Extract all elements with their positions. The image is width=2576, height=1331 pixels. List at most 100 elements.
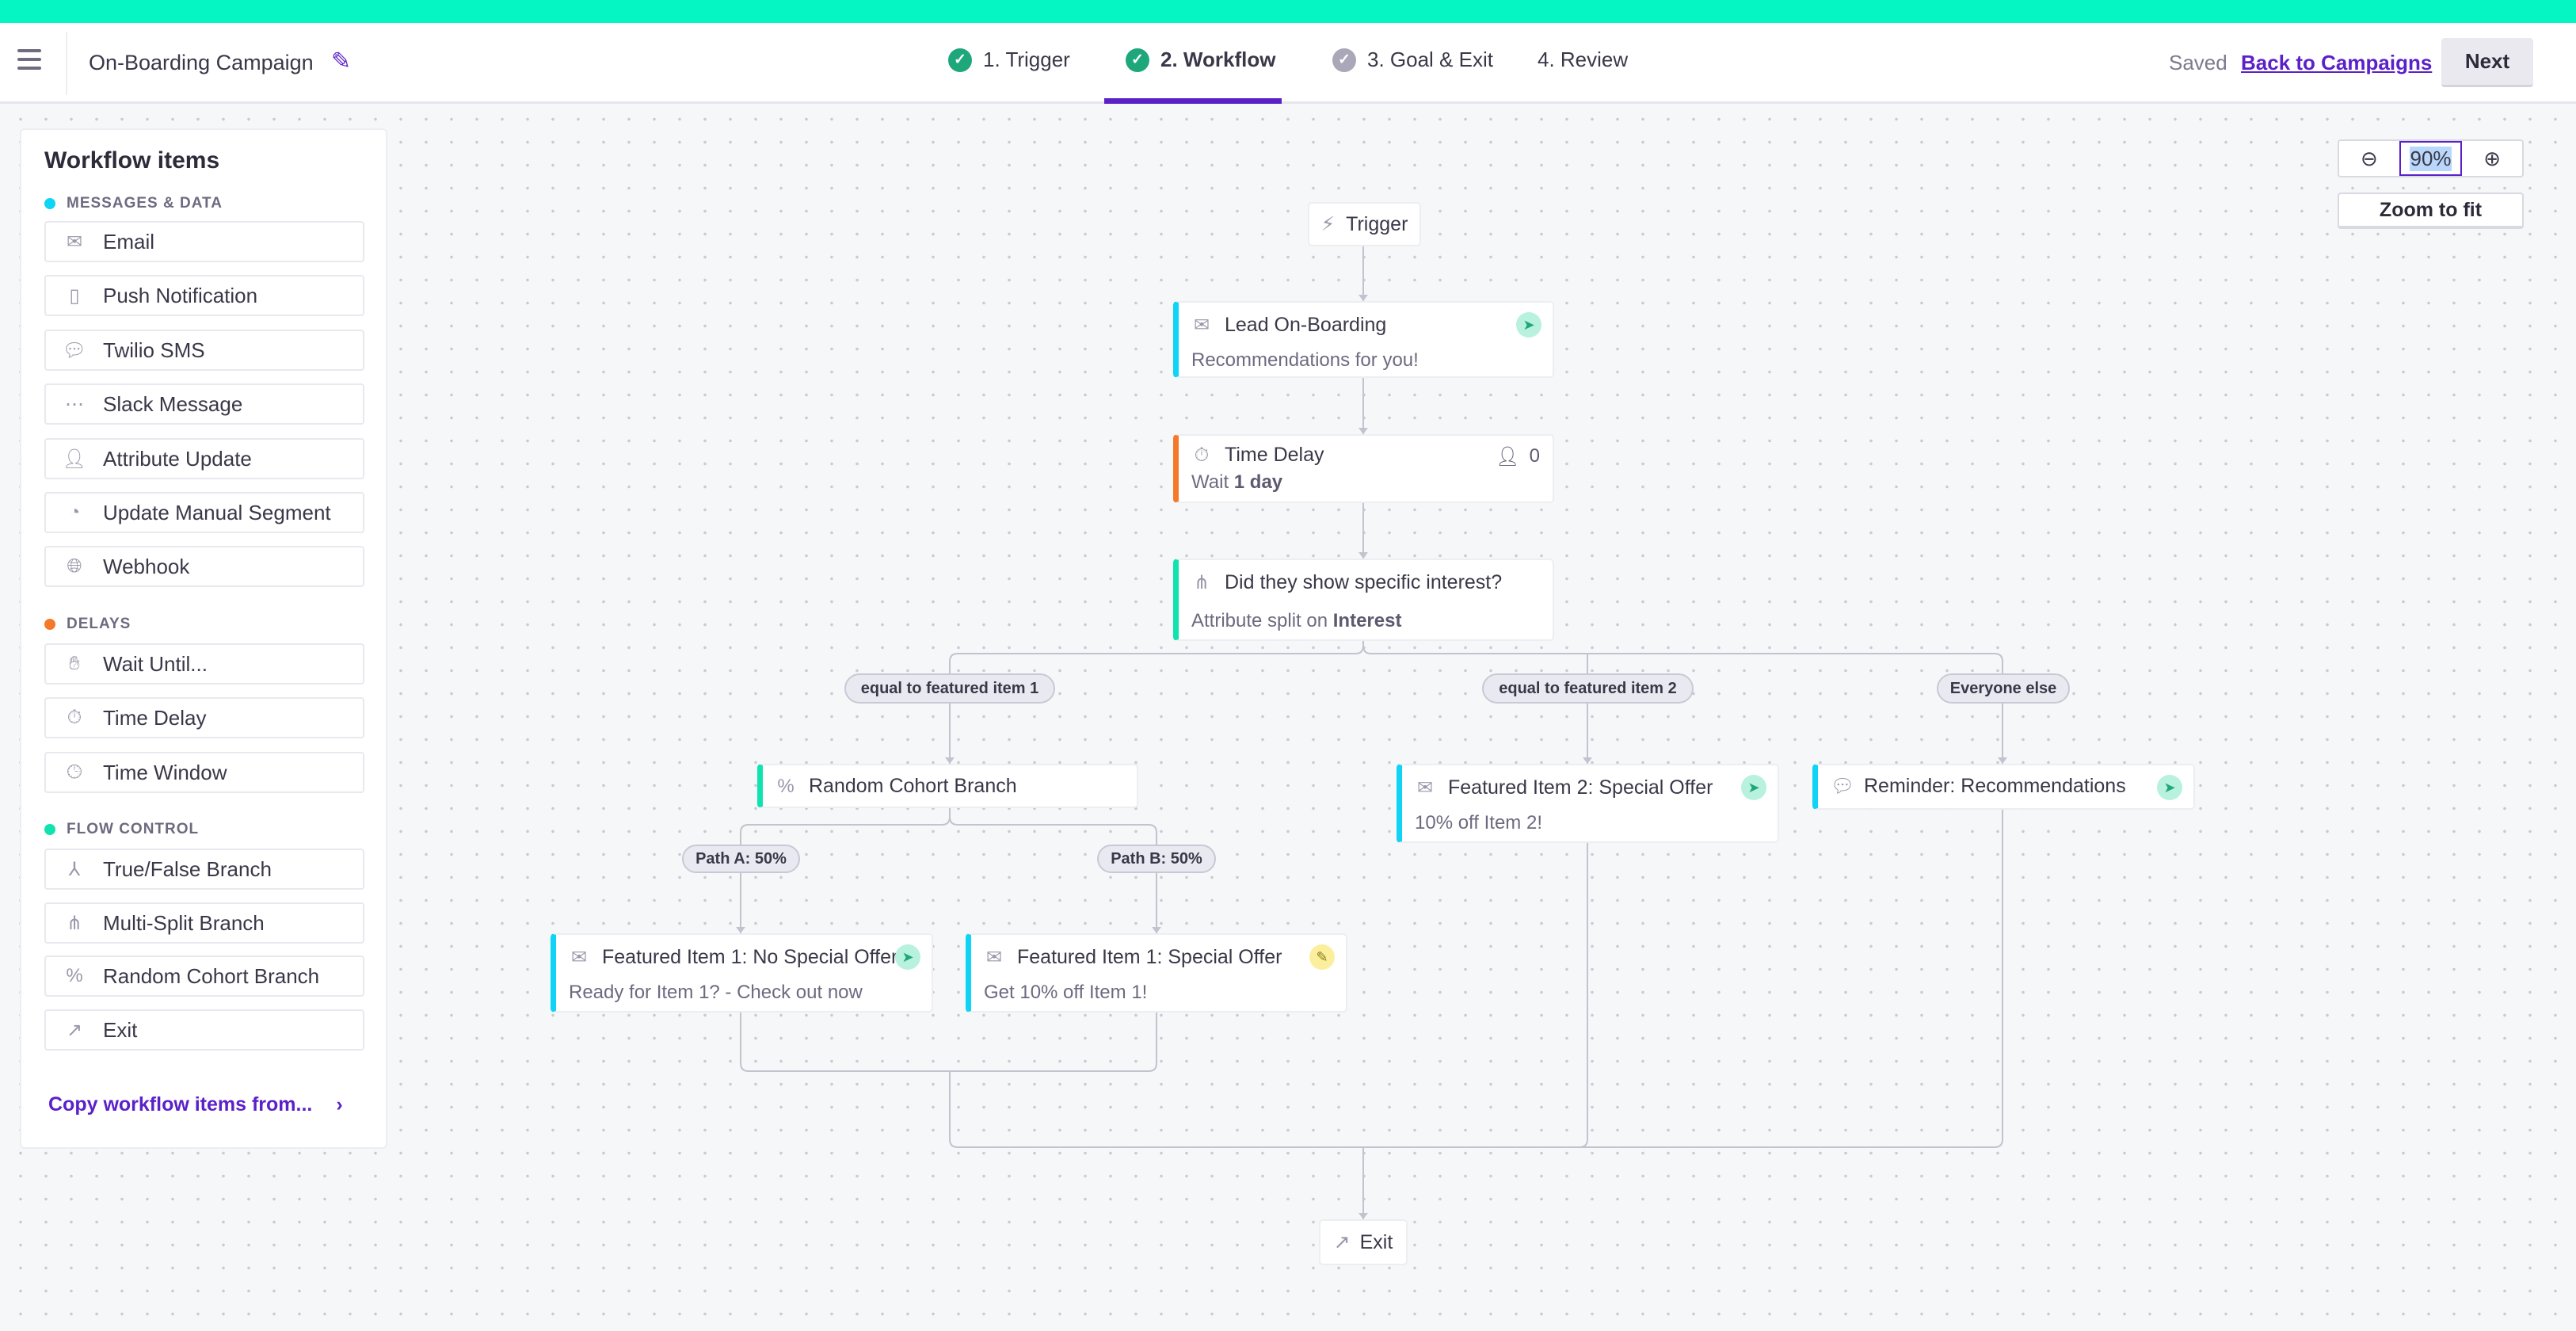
sent-paper-plane-icon: ➤ (1516, 312, 1541, 338)
hand-icon: ✋︎ (69, 653, 80, 674)
section-messages: MESSAGES & DATA (44, 195, 223, 212)
node-title: Featured Item 1: No Special Offer (602, 946, 898, 968)
node-title: Exit (1359, 1230, 1393, 1253)
envelope-icon: ✉ (1193, 315, 1210, 336)
node-title: Did they show specific interest? (1225, 571, 1503, 593)
node-subtitle: Attribute split on Interest (1191, 610, 1402, 631)
node-subtitle: Get 10% off Item 1! (984, 982, 1148, 1003)
item-random-cohort-branch[interactable]: % Random Cohort Branch (44, 955, 364, 997)
path-label[interactable]: Path B: 50% (1097, 845, 1216, 873)
branch-label[interactable]: equal to featured item 1 (844, 673, 1055, 704)
stopwatch-icon: ⏱︎ (1194, 444, 1210, 466)
node-random-cohort[interactable]: %Random Cohort Branch (757, 764, 1138, 808)
item-slack-message[interactable]: ⋯Slack Message (44, 383, 364, 425)
check-icon: ✓ (1332, 48, 1356, 72)
item-time-delay[interactable]: ⏱︎ Time Delay (44, 697, 364, 738)
item-label: Attribute Update (103, 446, 252, 471)
branch-label[interactable]: equal to featured item 2 (1482, 673, 1694, 704)
lightning-icon: ⚡︎ (1320, 213, 1336, 235)
multi-branch-icon: ⋔ (1193, 572, 1210, 593)
item-label: Update Manual Segment (103, 500, 331, 524)
sent-paper-plane-icon: ➤ (1741, 775, 1766, 800)
item-webhook[interactable]: 🌐︎ Webhook (44, 546, 364, 587)
node-subtitle: Ready for Item 1? - Check out now (569, 982, 863, 1003)
node-featured-item-2[interactable]: ✉Featured Item 2: Special Offer 10% off … (1397, 764, 1779, 843)
item-multi-split-branch[interactable]: ⋔ Multi-Split Branch (44, 902, 364, 944)
percent-icon: % (66, 965, 83, 986)
item-update-manual-segment[interactable]: ◔Update Manual Segment (44, 492, 364, 533)
next-button[interactable]: Next (2441, 38, 2533, 87)
saved-status: Saved (2169, 51, 2227, 74)
person-icon: 👤︎ (1496, 446, 1520, 467)
user-card-icon: 👤︎ (62, 448, 87, 470)
chat-dots-icon: ⋯ (65, 393, 84, 415)
node-featured-item-1-special-offer[interactable]: ✉ Featured Item 1: Special Offer Get 10% … (966, 933, 1347, 1013)
node-reminder[interactable]: 💬︎Reminder: Recommendations ➤ (1812, 764, 2195, 810)
copy-link-label: Copy workflow items from... (48, 1093, 313, 1116)
check-icon: ✓ (948, 48, 972, 72)
node-time-delay[interactable]: ⏱︎Time Delay Wait 1 day 👤︎0 (1173, 434, 1554, 503)
branch-icon: ⅄ (68, 858, 81, 880)
item-push-notification[interactable]: ▯Push Notification (44, 275, 364, 316)
copy-workflow-items-link[interactable]: Copy workflow items from... › (48, 1093, 365, 1116)
item-time-window[interactable]: 🕒︎Time Window (44, 752, 364, 793)
node-title: Lead On-Boarding (1225, 314, 1387, 336)
item-exit[interactable]: ↗Exit (44, 1009, 364, 1051)
node-attribute-split[interactable]: ⋔ Did they show specific interest? Attrib… (1173, 559, 1554, 641)
node-lead-onboarding[interactable]: ✉Lead On-Boarding Recommendations for yo… (1173, 301, 1554, 378)
path-label[interactable]: Path A: 50% (682, 845, 800, 873)
zoom-to-fit-button[interactable]: Zoom to fit (2338, 193, 2524, 229)
step-review[interactable]: 4. Review (1538, 48, 1628, 72)
item-label: Wait Until... (103, 651, 208, 676)
external-link-icon: ↗ (1333, 1231, 1351, 1253)
count-value: 0 (1529, 445, 1540, 467)
item-label: Random Cohort Branch (103, 963, 320, 988)
item-label: Webhook (103, 554, 190, 578)
envelope-icon: ✉ (1416, 777, 1434, 799)
item-label: Multi-Split Branch (103, 910, 265, 935)
section-flow-control: FLOW CONTROL (44, 821, 199, 838)
chat-bubble-icon: 💬︎ (62, 339, 87, 361)
item-attribute-update[interactable]: 👤︎ Attribute Update (44, 438, 364, 479)
node-title: Reminder: Recommendations (1864, 775, 2126, 797)
step-goal-exit[interactable]: ✓3. Goal & Exit (1332, 48, 1493, 72)
node-title: Featured Item 2: Special Offer (1448, 776, 1713, 799)
node-featured-item-1-no-offer[interactable]: ✉Featured Item 1: No Special Offer Ready… (551, 933, 933, 1013)
zoom-in-icon[interactable]: ⊕ (2483, 146, 2502, 170)
clock-icon: 🕒︎ (67, 761, 82, 783)
node-title: Featured Item 1: Special Offer (1017, 946, 1282, 968)
section-label: DELAYS (67, 616, 131, 632)
menu-icon[interactable] (17, 49, 41, 70)
multi-branch-icon: ⋔ (66, 912, 83, 934)
back-to-campaigns-link[interactable]: Back to Campaigns (2241, 51, 2433, 74)
branch-label[interactable]: Everyone else (1937, 673, 2070, 704)
edit-pencil-icon[interactable]: ✎ (331, 48, 352, 74)
chat-bubble-icon: 💬︎ (1831, 776, 1855, 797)
item-wait-until[interactable]: ✋︎ Wait Until... (44, 643, 364, 685)
zoom-level-input[interactable]: 90% (2399, 141, 2463, 176)
external-link-icon: ↗ (66, 1019, 83, 1041)
envelope-icon: ✉ (66, 231, 83, 253)
campaign-title: On-Boarding Campaign (89, 51, 314, 74)
workflow-items-panel: Workflow items MESSAGES & DATA ✉Email ▯P… (20, 128, 387, 1149)
step-label: 4. Review (1538, 48, 1629, 71)
exit-node[interactable]: ↗ Exit (1319, 1219, 1408, 1265)
step-trigger[interactable]: ✓1. Trigger (948, 48, 1070, 72)
stopwatch-icon: ⏱︎ (67, 707, 82, 728)
zoom-out-icon[interactable]: ⊖ (2360, 146, 2378, 170)
item-twilio-sms[interactable]: 💬︎Twilio SMS (44, 330, 364, 371)
globe-icon: 🌐︎ (67, 555, 82, 577)
sent-paper-plane-icon: ➤ (895, 944, 920, 970)
item-label: Time Delay (103, 705, 207, 730)
item-label: Push Notification (103, 283, 258, 307)
section-label: FLOW CONTROL (67, 821, 200, 837)
zoom-control: ⊖ 90% ⊕ (2338, 139, 2524, 177)
check-icon: ✓ (1126, 48, 1149, 72)
envelope-icon: ✉ (985, 947, 1003, 968)
item-email[interactable]: ✉Email (44, 221, 364, 262)
item-true-false-branch[interactable]: ⅄True/False Branch (44, 849, 364, 890)
trigger-node[interactable]: ⚡︎Trigger (1308, 202, 1421, 246)
chevron-right-icon: › (336, 1093, 343, 1116)
step-workflow[interactable]: ✓2. Workflow (1126, 48, 1275, 72)
